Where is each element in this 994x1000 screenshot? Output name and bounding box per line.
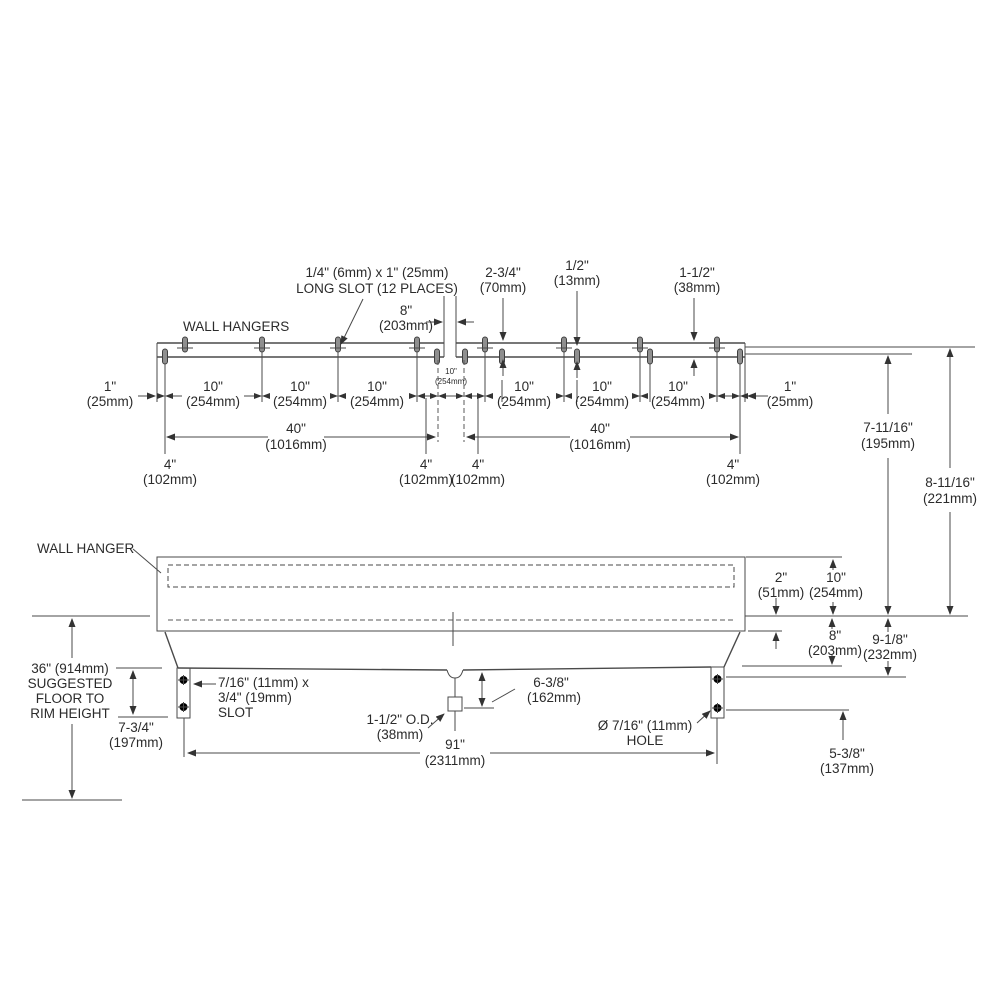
- svg-text:(197mm): (197mm): [109, 735, 163, 750]
- dim-4in-2: 4": [420, 457, 433, 472]
- drain-pipe: [447, 696, 463, 712]
- dim-1in-left: 1": [104, 379, 117, 394]
- svg-text:(254mm): (254mm): [186, 394, 240, 409]
- dim-4in-3: 4": [472, 457, 485, 472]
- wall-hangers-label: WALL HANGERS: [183, 319, 289, 334]
- dim-10in-2: 10": [290, 379, 310, 394]
- reference-lines: [22, 556, 968, 801]
- dim-10in-depth: 10": [826, 570, 846, 585]
- dim-7-11-16: 7-11/16": [863, 420, 913, 435]
- rail-to-rim-dimensions: [884, 348, 954, 615]
- dim-10in-1: 10": [203, 379, 223, 394]
- dim-40in-left: 40": [286, 421, 306, 436]
- dim-2-3-4-mm: (70mm): [480, 280, 527, 295]
- svg-text:(102mm): (102mm): [451, 472, 505, 487]
- svg-text:(254mm): (254mm): [350, 394, 404, 409]
- hidden-wall-hanger: [167, 564, 735, 588]
- front-view-dimensions: [68, 559, 892, 799]
- svg-text:(1016mm): (1016mm): [569, 437, 631, 452]
- dim-8in-gap-mm: (203mm): [379, 318, 433, 333]
- dim-36in-line4: RIM HEIGHT: [30, 706, 110, 721]
- dim-2in: 2": [775, 570, 788, 585]
- svg-text:(2311mm): (2311mm): [425, 753, 486, 768]
- dim-8-11-16: 8-11/16": [925, 475, 975, 490]
- svg-text:(102mm): (102mm): [143, 472, 197, 487]
- dim-7-3-4: 7-3/4": [118, 720, 154, 735]
- dim-10in-5: 10": [592, 379, 612, 394]
- dim-6-3-8: 6-3/8": [533, 675, 569, 690]
- dim-91in: 91": [445, 737, 465, 752]
- svg-text:(254mm): (254mm): [273, 394, 327, 409]
- drain-od-note-line1: 1-1/2" O.D.: [366, 712, 433, 727]
- long-slot-leader: [340, 298, 364, 345]
- drain-outlet: [447, 678, 463, 731]
- basin-outline: [156, 556, 746, 679]
- drain-od-note-line2: (38mm): [377, 727, 424, 742]
- svg-text:(162mm): (162mm): [527, 690, 581, 705]
- dim-36in-line1: 36" (914mm): [31, 661, 109, 676]
- svg-text:(254mm): (254mm): [435, 377, 467, 386]
- labels: WALL HANGERS 1/4" (6mm) x 1" (25mm) LONG…: [28, 258, 977, 776]
- long-slot-note-line2: LONG SLOT (12 PLACES): [296, 281, 458, 296]
- dim-1-2: 1/2": [565, 258, 589, 273]
- svg-text:(203mm): (203mm): [808, 643, 862, 658]
- dim-8in-gap: 8": [400, 303, 413, 318]
- hole-note-line1: Ø 7/16" (11mm): [598, 718, 693, 733]
- dim-1in-left-mm: (25mm): [87, 394, 134, 409]
- od-leader: [427, 713, 445, 729]
- bracket-slot-note-line3: SLOT: [218, 705, 253, 720]
- dim-1-1-2: 1-1/2": [679, 265, 715, 280]
- dimension-arrow-diamonds: [157, 393, 748, 399]
- dim-9-1-8: 9-1/8": [872, 632, 908, 647]
- drain-boss: [446, 669, 464, 679]
- svg-text:(254mm): (254mm): [809, 585, 863, 600]
- dim-40in-right: 40": [590, 421, 610, 436]
- svg-text:(195mm): (195mm): [861, 436, 915, 451]
- dim-2-3-4: 2-3/4": [485, 265, 521, 280]
- dim-5-3-8: 5-3/8": [829, 746, 865, 761]
- dim-4in-4: 4": [727, 457, 740, 472]
- long-slot-note-line1: 1/4" (6mm) x 1" (25mm): [305, 265, 448, 280]
- dim-1in-right-mm: (25mm): [767, 394, 814, 409]
- dim-4in-1: 4": [164, 457, 177, 472]
- six-three-eighths-leader: [491, 688, 516, 703]
- rail-extension-lines: [156, 352, 746, 454]
- hanger-rail-slots: [162, 336, 743, 365]
- svg-text:(137mm): (137mm): [820, 761, 874, 776]
- bracket-slot-note-line2: 3/4" (19mm): [218, 690, 292, 705]
- dim-1-2-mm: (13mm): [554, 273, 601, 288]
- mounting-brackets: [176, 666, 725, 764]
- hole-leader: [696, 710, 711, 724]
- dim-10in-4: 10": [514, 379, 534, 394]
- dim-36in-line2: SUGGESTED: [28, 676, 113, 691]
- dim-10in-6: 10": [668, 379, 688, 394]
- dim-10in-3: 10": [367, 379, 387, 394]
- svg-text:(254mm): (254mm): [575, 394, 629, 409]
- svg-text:(102mm): (102mm): [399, 472, 453, 487]
- dim-8in-front: 8": [829, 628, 842, 643]
- wall-hanger-label: WALL HANGER: [37, 541, 135, 556]
- svg-text:(1016mm): (1016mm): [265, 437, 327, 452]
- bracket-slot-note-line1: 7/16" (11mm) x: [218, 675, 309, 690]
- dim-10in-center: 10": [445, 367, 457, 376]
- rail-dimension-row: [138, 392, 768, 441]
- svg-text:(102mm): (102mm): [706, 472, 760, 487]
- hole-note-line2: HOLE: [627, 733, 664, 748]
- svg-text:(232mm): (232mm): [863, 647, 917, 662]
- dim-1-1-2-mm: (38mm): [674, 280, 721, 295]
- rail-top-dimensions: [340, 291, 698, 378]
- svg-text:(254mm): (254mm): [497, 394, 551, 409]
- svg-text:(221mm): (221mm): [923, 491, 977, 506]
- svg-text:(254mm): (254mm): [651, 394, 705, 409]
- svg-text:(51mm): (51mm): [758, 585, 805, 600]
- dim-36in-line3: FLOOR TO: [36, 691, 105, 706]
- dim-1in-right: 1": [784, 379, 797, 394]
- wall-hanger-leader: [132, 548, 162, 574]
